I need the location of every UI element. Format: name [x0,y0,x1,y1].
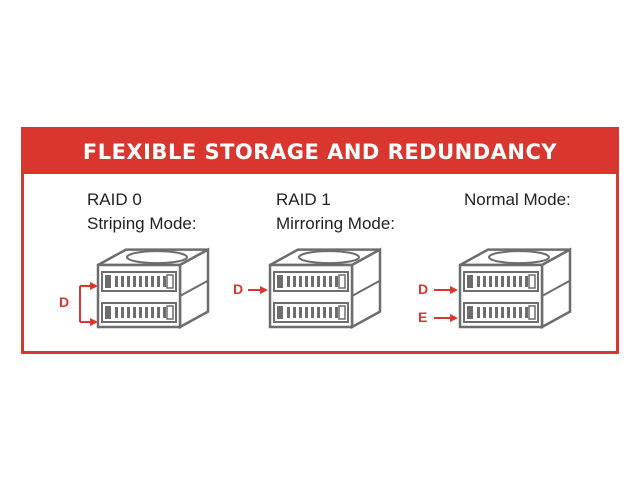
drive-tray-latch [277,275,283,288]
raid1-connector: D [233,281,268,297]
drive-vent-slot [157,276,160,287]
drive-vent-slot [501,276,504,287]
drive-vent-slot [287,307,290,318]
drive-tray-latch [105,306,111,319]
raid0-connector: D [59,282,98,326]
raid1-enclosure-icon [268,247,382,330]
mode-name: RAID 0 [87,190,142,209]
drive-vent-slot [115,307,118,318]
drive-vent-slot [157,307,160,318]
drive-letter-label: D [233,281,243,297]
drive-vent-slot [151,307,154,318]
enclosure-divider [351,279,381,297]
drive-vent-slot [477,307,480,318]
mode-name: RAID 1 [276,190,331,209]
drive-vent-slot [145,276,148,287]
drive-vent-slot [335,307,338,318]
drive-vent-slot [525,307,528,318]
enclosure-handle [298,250,360,265]
drive-tray-handle [338,274,346,289]
drive-vent-slot [323,307,326,318]
banner-title: FLEXIBLE STORAGE AND REDUNDANCY [24,130,616,174]
drive-vent-slot [489,276,492,287]
normal-connector: D E [418,281,458,325]
drive-vent-slot [139,276,142,287]
drive-vent-slot [483,307,486,318]
drive-vent-slot [133,307,136,318]
drive-letter-label: D [59,294,69,310]
drive-vent-slot [311,276,314,287]
drive-vent-slot [299,276,302,287]
drive-tray-handle [528,305,536,320]
drive-vent-slot [299,307,302,318]
drive-vent-slot [525,276,528,287]
drive-vent-slot [121,307,124,318]
mode-description: Mirroring Mode: [276,214,396,233]
drive-vent-slot [305,276,308,287]
drive-vent-slot [483,276,486,287]
drive-letter-label: E [418,309,427,325]
enclosure-handle [126,250,188,265]
drive-vent-slot [329,276,332,287]
mode-name: Normal Mode: [464,190,571,209]
mode-description: Striping Mode: [87,214,197,233]
drive-vent-slot [127,276,130,287]
drive-vent-slot [513,276,516,287]
drive-vent-slot [139,307,142,318]
drive-vent-slot [513,307,516,318]
enclosure-divider [179,279,209,297]
drive-vent-slot [127,307,130,318]
mode-label-raid1: RAID 1 Mirroring Mode: [276,188,395,236]
drive-tray-handle [166,274,174,289]
drive-vent-slot [145,307,148,318]
enclosure-handle [488,250,550,265]
drive-vent-slot [311,307,314,318]
drive-vent-slot [163,307,166,318]
drive-vent-slot [133,276,136,287]
normal-enclosure-icon [458,247,572,330]
drive-vent-slot [323,276,326,287]
drive-tray-handle [338,305,346,320]
drive-tray-latch [105,275,111,288]
drive-vent-slot [151,276,154,287]
drive-vent-slot [519,276,522,287]
drive-vent-slot [489,307,492,318]
drive-tray-latch [277,306,283,319]
drive-vent-slot [507,276,510,287]
drive-vent-slot [507,307,510,318]
drive-vent-slot [495,307,498,318]
drive-vent-slot [287,276,290,287]
drive-vent-slot [317,307,320,318]
drive-vent-slot [335,276,338,287]
enclosure-divider [541,279,571,297]
drive-tray-handle [528,274,536,289]
drive-tray-latch [467,306,473,319]
drive-vent-slot [163,276,166,287]
drive-vent-slot [477,276,480,287]
drive-tray-latch [467,275,473,288]
drive-vent-slot [121,276,124,287]
drive-letter-label: D [418,281,428,297]
drive-vent-slot [329,307,332,318]
drive-vent-slot [501,307,504,318]
drive-vent-slot [519,307,522,318]
drive-vent-slot [305,307,308,318]
drive-vent-slot [317,276,320,287]
drive-vent-slot [293,307,296,318]
mode-label-raid0: RAID 0 Striping Mode: [87,188,197,236]
raid0-enclosure-icon [96,247,210,330]
mode-label-normal: Normal Mode: [464,188,571,212]
drive-tray-handle [166,305,174,320]
drive-vent-slot [495,276,498,287]
drive-vent-slot [115,276,118,287]
drive-vent-slot [293,276,296,287]
